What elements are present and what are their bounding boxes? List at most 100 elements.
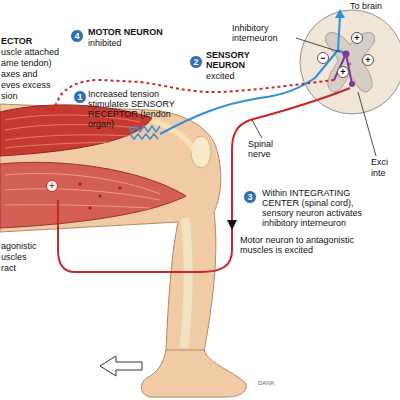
effector-text: uscle attached [1,48,65,58]
leg [0,104,221,352]
label-text: eves excess [1,80,51,90]
leg [141,350,246,397]
sensory-neuron [338,16,340,50]
antagonistic-muscle [98,194,101,197]
movement-arrow [100,356,142,376]
label-text: SENSORY NEURON [206,50,250,70]
leader-lines [296,38,340,52]
signature: DANK [258,380,288,387]
tendon-organ [130,134,158,139]
label-text: MOTOR NEURON [88,27,163,37]
spinal-cord [300,10,400,114]
callout-circle: 3 [243,190,257,204]
label-text: To brain [350,1,382,11]
circle-fill [71,30,84,43]
part-label: Inhibitory interneuron [232,24,292,44]
label-text: ract [1,263,16,273]
label-text: ame tendon) [1,58,52,68]
effector-text: sion [1,92,65,102]
synapse-sign: + [46,180,58,192]
label-text: DANK [258,380,275,386]
circle-fill [190,56,203,69]
label-text: Increased tension stimulates SENSORY REC… [88,89,175,129]
effector-muscle [5,125,138,131]
label-text: sion [1,91,18,101]
effector-text: agonistic [1,242,53,252]
callout-circle: 2 [189,55,203,69]
label-text: uscles [1,252,27,262]
callout-circle: 1 [73,90,87,104]
effector-text: ract [1,264,53,274]
effector-text: uscles [1,253,53,263]
callout-number: 3 [243,190,257,204]
step-text: Within INTEGRATING CENTER (spinal cord),… [262,189,374,229]
leg [184,218,188,348]
circle-fill [74,91,87,104]
interneurons [349,81,355,87]
interneurons [343,51,350,58]
label-text: Within INTEGRATING CENTER (spinal cord),… [262,188,362,228]
part-label: inte [371,169,399,179]
label-text: inte [371,168,386,178]
label-text: inhibited [88,38,122,48]
leader-lines [252,120,262,138]
label-text: Motor neuron to antagonistic muscles is … [240,235,354,255]
effector-text: ame tendon) [1,59,65,69]
part-label: Spinal nerve [248,140,288,160]
spinal-cord [300,10,400,114]
effector-text: axes and [1,70,65,80]
step-text: excited [206,72,258,82]
spinal-cord [325,33,374,92]
leader-lines [252,38,376,156]
label-text: uscle attached [1,47,59,57]
leader-lines [358,92,376,156]
label-text: Spinal nerve [248,139,273,159]
antagonistic-muscle [0,162,186,228]
antagonistic-muscle [0,162,186,228]
synapse-sign: + [362,54,374,66]
label-text: Inhibitory interneuron [232,23,278,43]
label-text: agonistic [1,241,37,251]
step-text: Motor neuron to antagonistic muscles is … [240,236,375,256]
leg [0,104,246,397]
antagonistic-muscle [5,189,160,200]
step-text: Increased tension stimulates SENSORY REC… [88,90,178,130]
effector-text: eves excess [1,81,65,91]
label-text: − [320,53,325,63]
label-text: + [49,181,54,191]
excited-motor-neuron [227,220,237,230]
label-text: ECTOR [1,36,32,46]
effector-muscle [5,142,110,148]
callout-number: 4 [70,29,84,43]
synapse-sign: + [337,66,349,78]
sensory-neuron [335,9,345,18]
label-text: excited [206,71,235,81]
circle-fill [244,191,257,204]
label-text: Exci [371,157,388,167]
label-text: + [365,55,370,65]
label-text: axes and [1,69,38,79]
tendon-organ [128,126,160,132]
step-text: inhibited [88,39,172,49]
effector-muscle [5,135,128,140]
interneurons [334,51,355,88]
antagonistic-muscle [78,182,81,185]
label-text: + [340,67,345,77]
synapse-sign: − [317,52,329,64]
movement-arrow [100,356,142,376]
leg [150,120,194,150]
label-text: + [354,33,359,43]
antagonistic-muscle [5,174,160,194]
effector-heading: ECTOR [1,37,63,47]
sensory-neuron [160,9,346,134]
part-label: Exci [371,158,399,168]
leg [191,136,211,168]
antagonistic-muscle [5,205,150,208]
tendon-organ [128,126,160,139]
step-heading: MOTOR NEURON [88,28,172,38]
callout-circle: 4 [70,29,84,43]
antagonistic-muscle [118,186,121,189]
antagonistic-muscle [88,206,91,209]
step-heading: SENSORY NEURON [206,51,258,71]
synapse-sign: + [351,32,363,44]
